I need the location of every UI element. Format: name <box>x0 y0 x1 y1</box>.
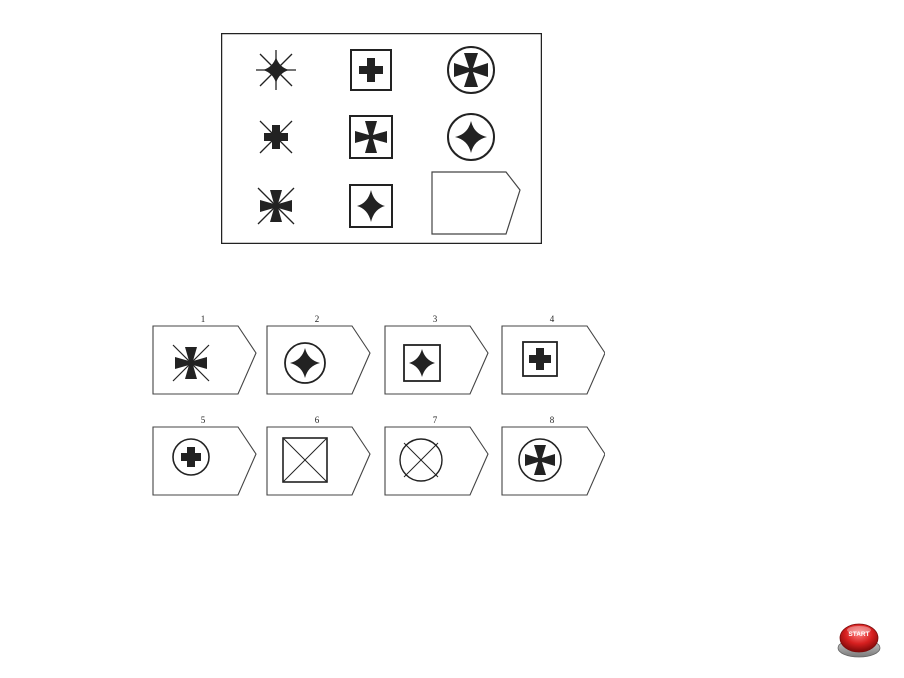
option-6-number: 6 <box>315 415 320 425</box>
matrix-cell-3-2 <box>349 184 393 228</box>
matrix-cell-3-3-blank <box>431 171 521 235</box>
option-7-figure <box>399 438 443 482</box>
option-4-number: 4 <box>550 314 555 324</box>
option-4[interactable]: 4 <box>501 314 605 395</box>
option-2-figure <box>284 342 326 384</box>
start-button-svg: START <box>837 623 881 658</box>
option-1-figure <box>172 344 210 382</box>
answer-options-svg: 1 2 3 4 <box>152 314 605 496</box>
option-1-number: 1 <box>201 314 206 324</box>
option-7[interactable]: 7 <box>384 415 489 496</box>
option-5[interactable]: 5 <box>152 415 257 496</box>
matrix-cell-2-1 <box>259 120 293 154</box>
puzzle-matrix-svg <box>221 33 542 244</box>
option-2[interactable]: 2 <box>266 314 371 395</box>
option-6[interactable]: 6 <box>266 415 371 496</box>
option-8-figure <box>518 438 562 482</box>
option-1[interactable]: 1 <box>152 314 257 395</box>
option-8-number: 8 <box>550 415 555 425</box>
matrix-cell-2-3 <box>447 113 495 161</box>
matrix-cell-1-2 <box>350 49 392 91</box>
start-button[interactable]: START <box>836 620 882 658</box>
start-button-label: START <box>848 631 869 638</box>
option-8[interactable]: 8 <box>501 415 605 496</box>
option-5-figure <box>172 438 210 476</box>
option-6-figure <box>282 437 328 483</box>
option-4-figure <box>522 341 558 377</box>
option-3[interactable]: 3 <box>384 314 489 395</box>
option-3-number: 3 <box>433 314 438 324</box>
answer-options: 1 2 3 4 <box>145 310 605 500</box>
matrix-cell-2-2 <box>349 115 393 159</box>
option-3-figure <box>403 344 441 382</box>
option-7-number: 7 <box>433 415 438 425</box>
matrix-cell-1-1 <box>256 50 296 90</box>
option-5-number: 5 <box>201 415 206 425</box>
matrix-cell-1-3 <box>447 46 495 94</box>
puzzle-matrix <box>221 33 542 244</box>
option-2-number: 2 <box>315 314 320 324</box>
matrix-cell-3-1 <box>257 187 295 225</box>
